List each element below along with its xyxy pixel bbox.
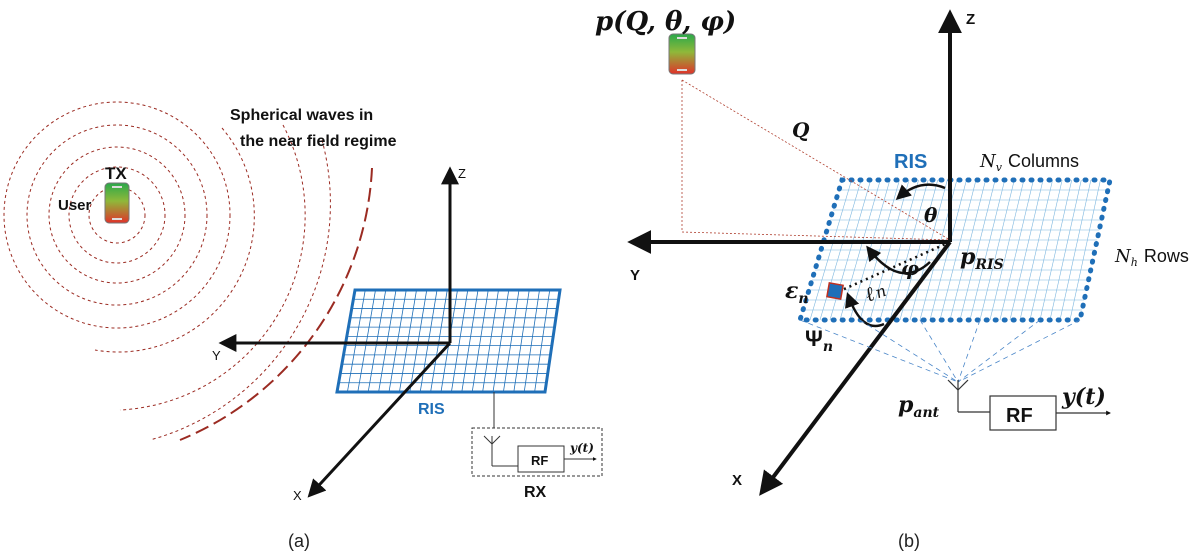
psi-label: Ψn xyxy=(805,326,833,355)
user-phone-icon xyxy=(104,182,130,224)
ant-point-label: pant xyxy=(898,392,940,421)
ris-grid-line xyxy=(513,290,530,392)
ris-grid-line xyxy=(378,290,397,392)
ris-grid-line xyxy=(409,290,428,392)
theta-arc xyxy=(895,183,946,201)
ris-grid-line xyxy=(430,290,448,392)
antenna-icon-b xyxy=(947,379,990,413)
axes-b xyxy=(627,9,962,496)
rx-block xyxy=(471,392,603,477)
psi-arc xyxy=(844,292,885,328)
rf-label-b: RF xyxy=(1006,405,1033,427)
ris-panel-b xyxy=(796,177,1114,323)
ris-point-label: pRIS xyxy=(960,244,1004,273)
user-phone-icon-b xyxy=(668,33,696,75)
ris-label-b: RIS xyxy=(894,151,927,173)
caption-a: (a) xyxy=(288,531,310,551)
ris-grid-line xyxy=(534,290,551,392)
rf-label-a: RF xyxy=(531,453,548,468)
ris-grid-line xyxy=(419,290,438,392)
phi-label: φ xyxy=(901,256,919,280)
axis-y-label-b: Y xyxy=(630,267,640,284)
ris-grid-line xyxy=(451,290,469,392)
antenna-icon-a xyxy=(483,435,518,467)
phi-arc xyxy=(866,245,931,275)
user-position-label: p(Q, θ, φ) xyxy=(595,7,736,37)
ris-grid-line xyxy=(492,290,510,392)
waves-label-line2: the near field regime xyxy=(240,133,397,150)
ris-grid-line xyxy=(388,290,407,392)
ris-grid-line xyxy=(347,290,366,392)
tx-label: TX xyxy=(105,164,127,183)
theta-label: θ xyxy=(924,203,938,227)
ris-grid-line xyxy=(461,290,479,392)
ris-element xyxy=(826,282,844,300)
ris-grid-line xyxy=(503,290,520,392)
distance-label: Q xyxy=(792,118,810,142)
axis-y-label-a: Y xyxy=(212,348,221,363)
ris-grid-line xyxy=(357,290,376,392)
ris-grid-line xyxy=(471,290,489,392)
ris-grid-line xyxy=(367,290,387,392)
panel-b: p(Q, θ, φ) Q Z Y X RIS xyxy=(595,7,1189,551)
output-signal-a: y(t) xyxy=(569,441,594,455)
user-rays xyxy=(681,79,951,241)
ris-label-a: RIS xyxy=(418,401,445,418)
ris-grid-line xyxy=(399,290,417,392)
axes-a xyxy=(218,166,459,498)
axis-z-label-b: Z xyxy=(966,11,975,28)
caption-b: (b) xyxy=(898,531,920,551)
waves-label-line1: Spherical waves in xyxy=(230,107,373,124)
axis-x-label-a: X xyxy=(293,488,302,503)
element-distance-line xyxy=(841,240,951,292)
panel-a: TX User Spherical waves in the near fiel… xyxy=(3,101,603,551)
axis-x-label-b: X xyxy=(732,472,742,489)
axis-z-label-a: Z xyxy=(458,166,466,181)
feed-lines xyxy=(799,319,1081,383)
rx-label: RX xyxy=(524,484,547,501)
output-signal-b: y(t) xyxy=(1061,384,1106,410)
ris-grid-line xyxy=(482,290,499,392)
user-label: User xyxy=(58,197,92,214)
axis-x-a xyxy=(307,341,452,498)
spherical-waves xyxy=(3,101,373,441)
angle-arcs xyxy=(844,183,946,328)
element-label: εn xyxy=(785,278,809,307)
axis-x-b xyxy=(759,240,952,496)
ris-grid-line xyxy=(523,290,540,392)
